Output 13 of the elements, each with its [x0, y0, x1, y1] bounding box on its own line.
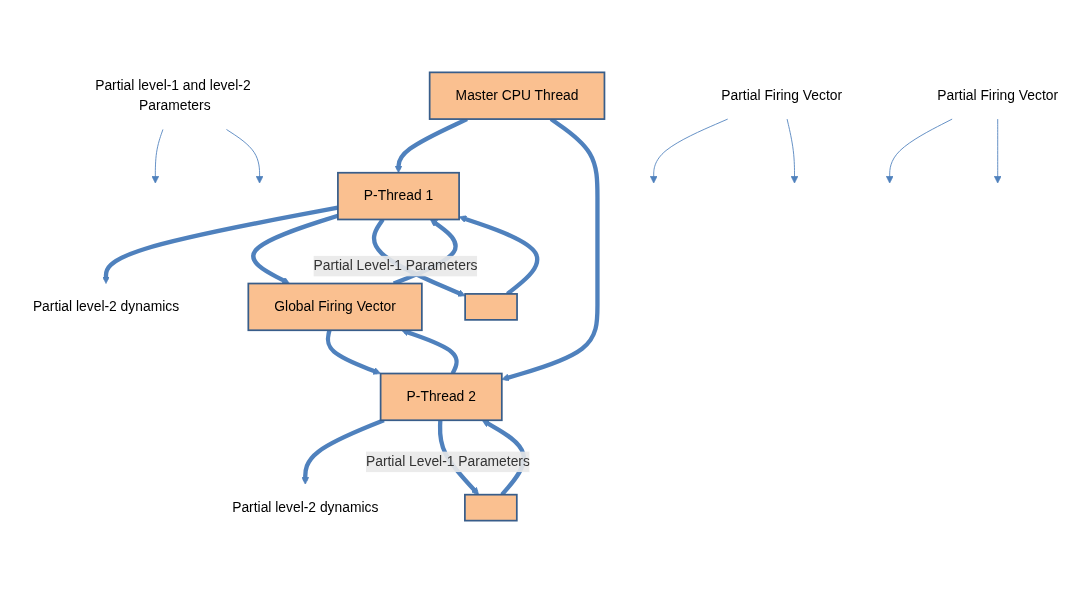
process-box: P-Thread 2 [379, 372, 503, 422]
process-box [464, 293, 518, 321]
process-box: Master CPU Thread [428, 71, 606, 120]
text-label: Partial Firing Vector [937, 87, 1059, 103]
text-label: Partial Firing Vector [721, 87, 843, 103]
arrow [301, 418, 385, 485]
text-label: Partial level-2 dynamics [32, 299, 180, 314]
text-label: Partial level-2 dynamics [232, 499, 379, 515]
process-box: Global Firing Vector [247, 282, 423, 332]
process-box: P-Thread 1 [337, 171, 460, 221]
text-label: Partial level-1 and level-2 Parameters [95, 77, 251, 114]
process-box [464, 493, 518, 522]
arrow [325, 329, 381, 375]
